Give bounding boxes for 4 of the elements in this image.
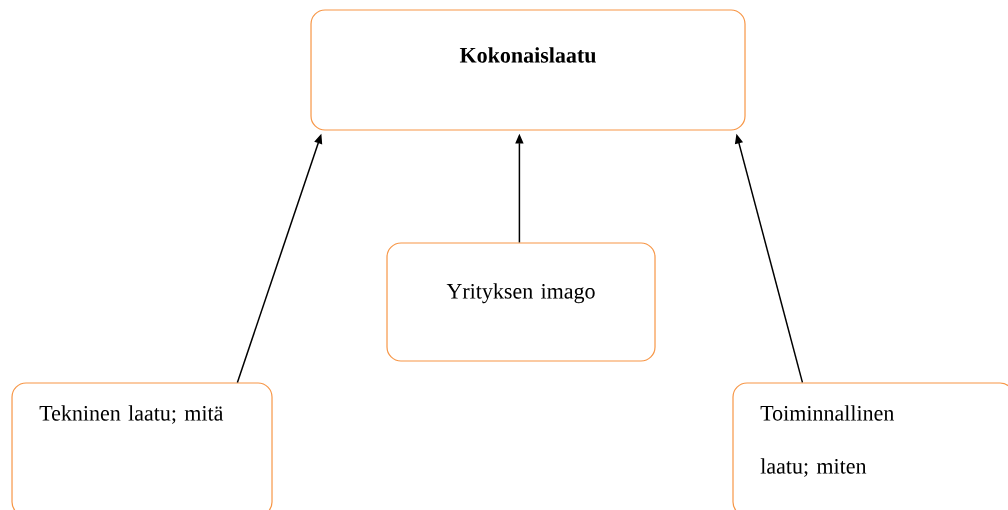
text-box: Tekninen laatu; mitä — [11, 382, 273, 510]
text-box: Yrityksen imago — [386, 242, 656, 362]
text-box: Toiminnallinen laatu; miten — [732, 382, 1008, 510]
text-box: Kokonaislaatu — [310, 9, 746, 131]
